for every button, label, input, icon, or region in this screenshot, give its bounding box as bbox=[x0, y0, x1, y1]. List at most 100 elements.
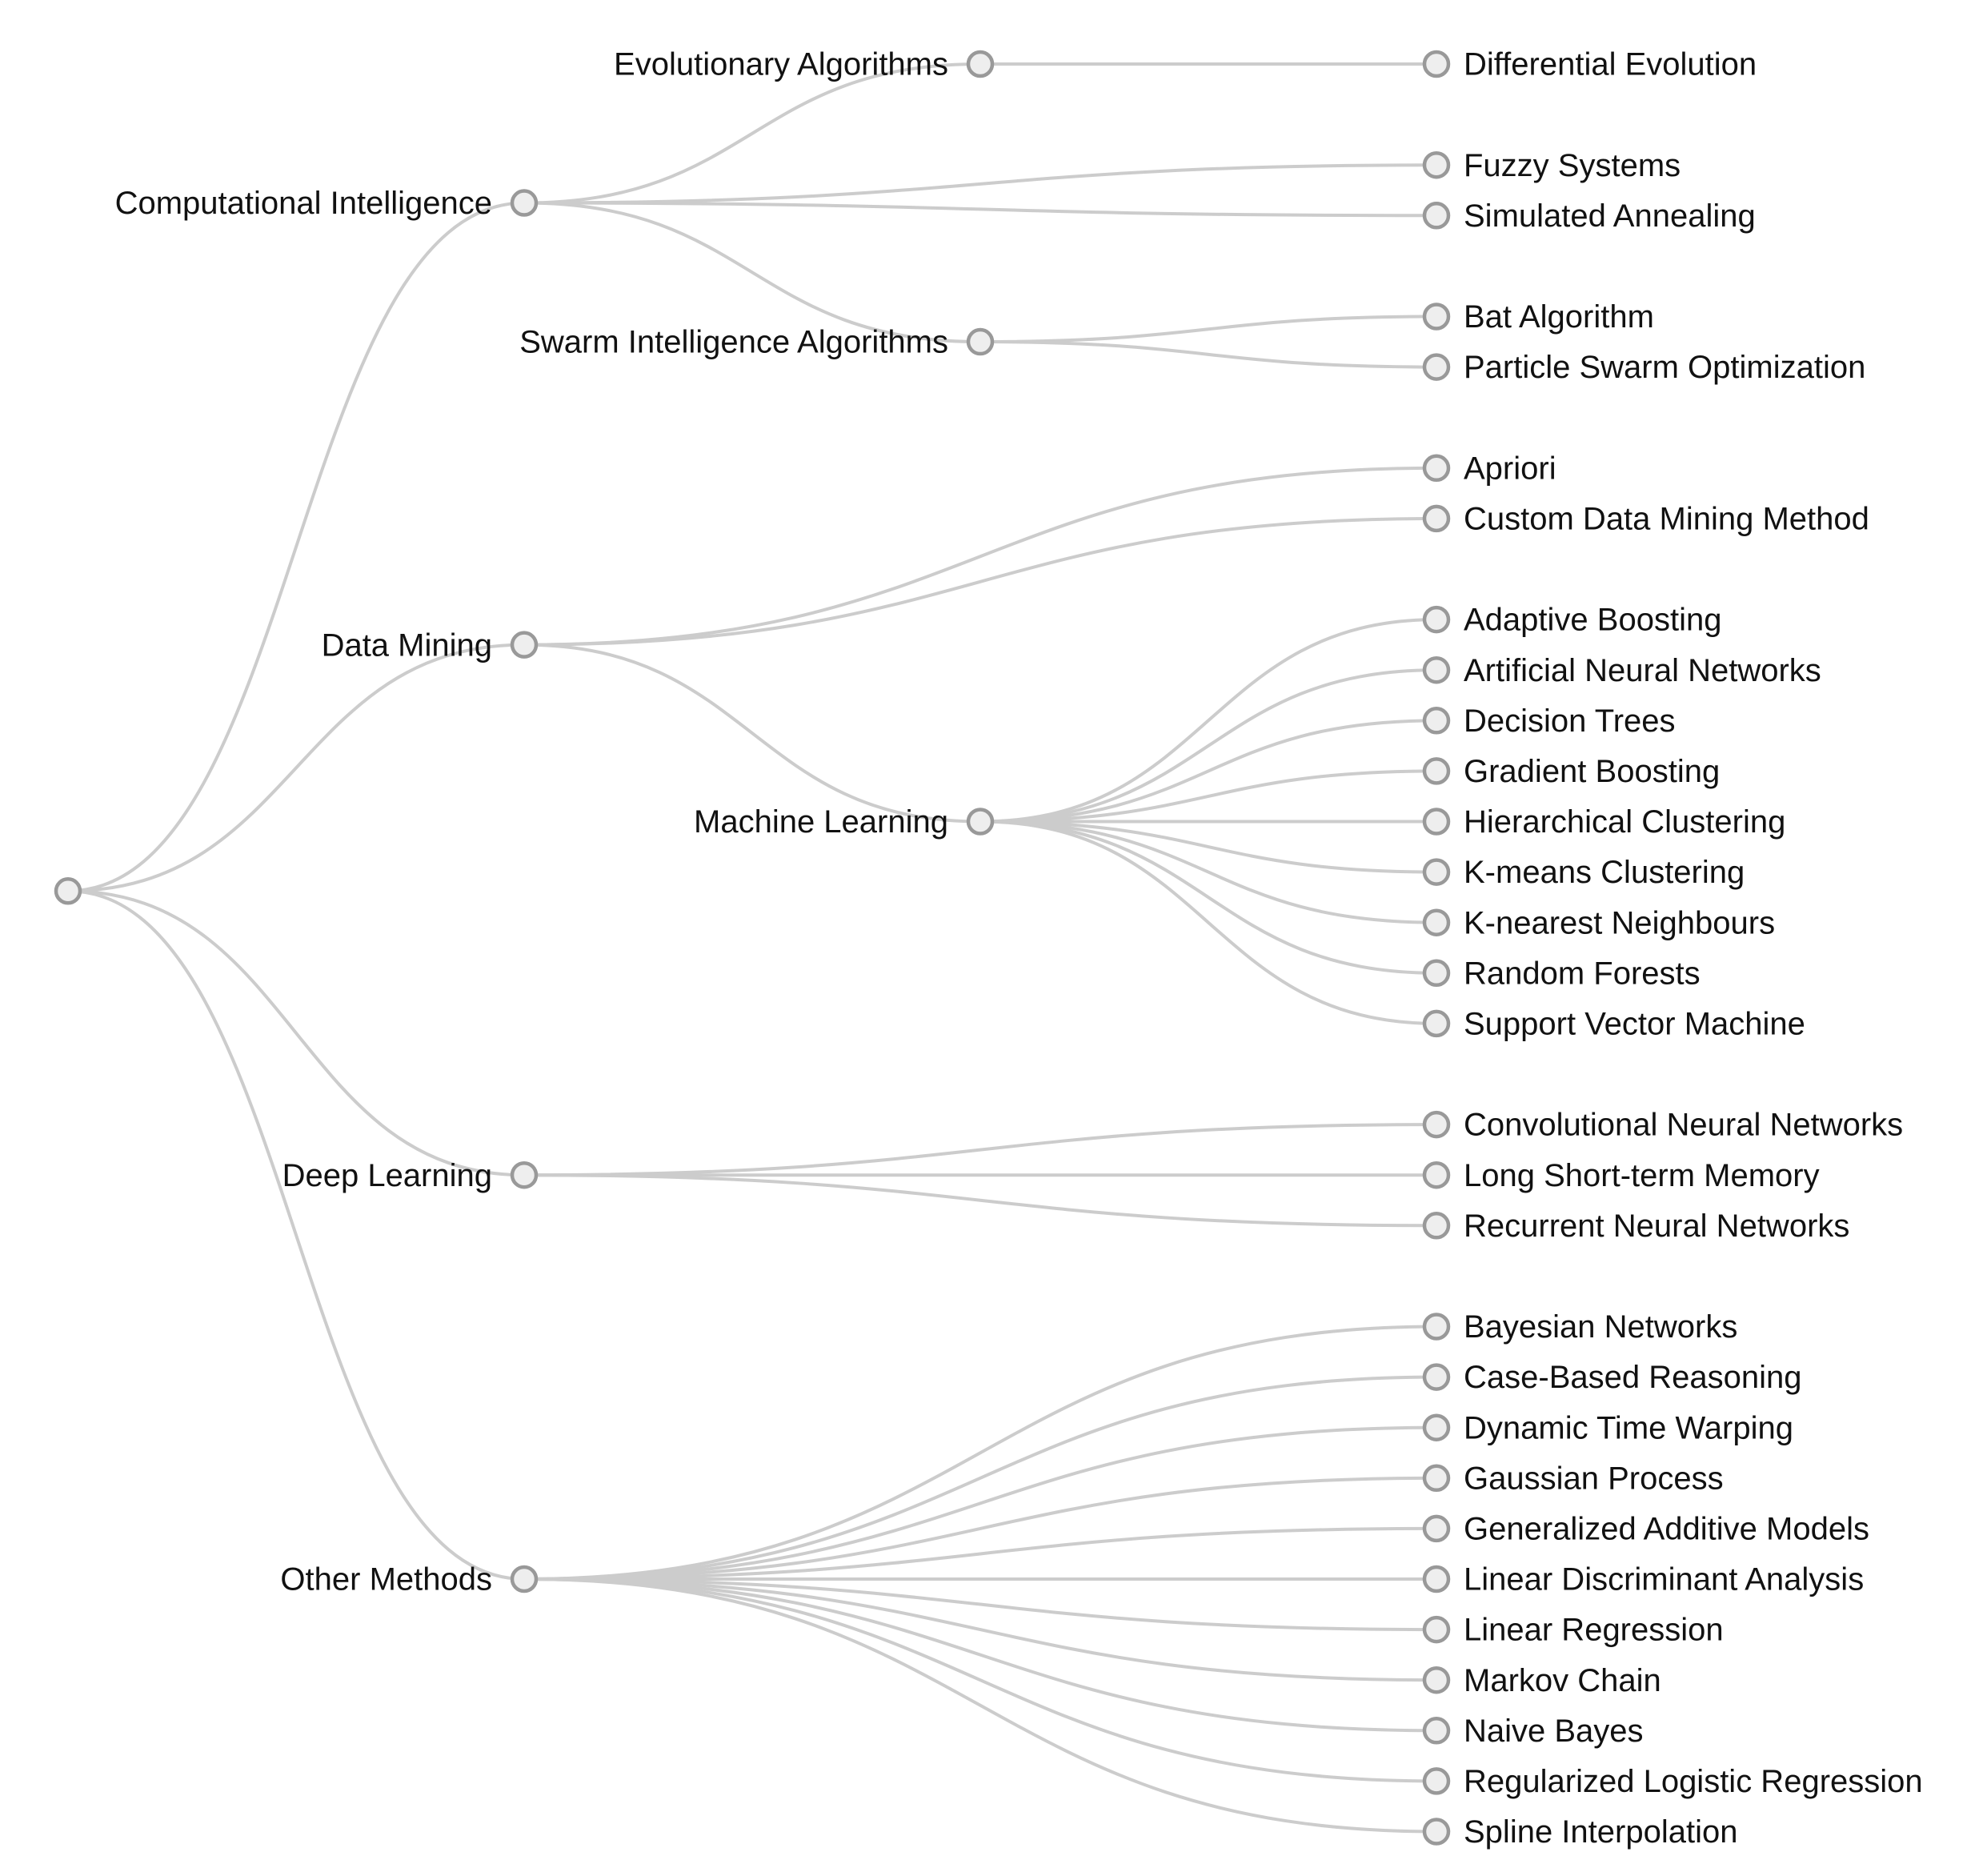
node-label: Bat Algorithm bbox=[1464, 299, 1654, 335]
node-artificial-neural-networks[interactable]: Artificial Neural Networks bbox=[1422, 653, 1821, 688]
node-label: Linear Discriminant Analysis bbox=[1464, 1562, 1864, 1597]
node-fuzzy-systems[interactable]: Fuzzy Systems bbox=[1422, 148, 1681, 183]
node-circle[interactable] bbox=[1422, 1160, 1451, 1189]
node-k-means-clustering[interactable]: K-means Clustering bbox=[1422, 855, 1745, 890]
node-label: Apriori bbox=[1464, 451, 1556, 486]
node-label: Differential Evolution bbox=[1464, 47, 1757, 82]
node-circle[interactable] bbox=[1422, 908, 1451, 936]
node-circle[interactable] bbox=[1422, 504, 1451, 533]
node-naive-bayes[interactable]: Naive Bayes bbox=[1422, 1714, 1644, 1749]
link-data-mining-to-custom-data-mining-method bbox=[523, 516, 1437, 647]
node-label: Convolutional Neural Networks bbox=[1464, 1108, 1903, 1143]
node-long-short-term-memory[interactable]: Long Short-term Memory bbox=[1422, 1158, 1820, 1193]
node-adaptive-boosting[interactable]: Adaptive Boosting bbox=[1422, 603, 1721, 638]
node-circle[interactable] bbox=[1422, 808, 1451, 836]
node-circle[interactable] bbox=[1422, 959, 1451, 988]
node-swarm-intelligence-algorithms[interactable]: Swarm Intelligence Algorithms bbox=[519, 325, 995, 360]
node-circle[interactable] bbox=[1422, 1666, 1451, 1694]
node-label: Custom Data Mining Method bbox=[1464, 502, 1869, 537]
node-computational-intelligence[interactable]: Computational Intelligence bbox=[115, 186, 539, 221]
node-particle-swarm-optimization[interactable]: Particle Swarm Optimization bbox=[1422, 350, 1865, 385]
node-spline-interpolation[interactable]: Spline Interpolation bbox=[1422, 1814, 1737, 1850]
node-gaussian-process[interactable]: Gaussian Process bbox=[1422, 1461, 1724, 1496]
node-circle[interactable] bbox=[1422, 1565, 1451, 1593]
node-circle[interactable] bbox=[1422, 1009, 1451, 1038]
node-circle[interactable] bbox=[1422, 1464, 1451, 1493]
node-label: Particle Swarm Optimization bbox=[1464, 350, 1865, 385]
link-root-to-computational-intelligence bbox=[67, 201, 525, 893]
link-swarm-intelligence-algorithms-to-bat-algorithm bbox=[979, 315, 1437, 344]
node-circle[interactable] bbox=[1422, 858, 1451, 886]
node-circle[interactable] bbox=[1422, 1514, 1451, 1543]
node-regularized-logistic-regression[interactable]: Regularized Logistic Regression bbox=[1422, 1764, 1923, 1799]
node-linear-discriminant-analysis[interactable]: Linear Discriminant Analysis bbox=[1422, 1562, 1864, 1597]
node-case-based-reasoning[interactable]: Case-Based Reasoning bbox=[1422, 1360, 1801, 1395]
node-circle[interactable] bbox=[1422, 202, 1451, 230]
node-linear-regression[interactable]: Linear Regression bbox=[1422, 1613, 1724, 1648]
link-computational-intelligence-to-swarm-intelligence-algorithms bbox=[523, 201, 981, 344]
node-circle[interactable] bbox=[1422, 50, 1451, 78]
node-circle[interactable] bbox=[966, 327, 995, 356]
root-node[interactable] bbox=[54, 877, 82, 905]
node-data-mining[interactable]: Data Mining bbox=[322, 627, 539, 663]
node-circle[interactable] bbox=[966, 808, 995, 836]
node-circle[interactable] bbox=[510, 631, 539, 659]
node-circle[interactable] bbox=[54, 877, 82, 905]
node-circle[interactable] bbox=[1422, 1818, 1451, 1846]
node-differential-evolution[interactable]: Differential Evolution bbox=[1422, 47, 1757, 82]
node-support-vector-machine[interactable]: Support Vector Machine bbox=[1422, 1007, 1805, 1042]
node-label: Machine Learning bbox=[694, 804, 948, 840]
node-circle[interactable] bbox=[1422, 605, 1451, 634]
node-circle[interactable] bbox=[1422, 1615, 1451, 1644]
node-evolutionary-algorithms[interactable]: Evolutionary Algorithms bbox=[614, 47, 995, 82]
node-bayesian-networks[interactable]: Bayesian Networks bbox=[1422, 1309, 1737, 1345]
node-custom-data-mining-method[interactable]: Custom Data Mining Method bbox=[1422, 502, 1869, 537]
node-circle[interactable] bbox=[510, 1565, 539, 1593]
node-gradient-boosting[interactable]: Gradient Boosting bbox=[1422, 754, 1720, 789]
link-machine-learning-to-artificial-neural-networks bbox=[979, 668, 1437, 824]
link-deep-learning-to-convolutional-neural-networks bbox=[523, 1123, 1437, 1177]
node-deep-learning[interactable]: Deep Learning bbox=[282, 1158, 539, 1193]
node-circle[interactable] bbox=[1422, 150, 1451, 179]
node-circle[interactable] bbox=[1422, 707, 1451, 735]
node-label: K-means Clustering bbox=[1464, 855, 1745, 890]
node-circle[interactable] bbox=[1422, 1413, 1451, 1441]
node-circle[interactable] bbox=[1422, 353, 1451, 381]
node-other-methods[interactable]: Other Methods bbox=[280, 1562, 539, 1597]
link-swarm-intelligence-algorithms-to-particle-swarm-optimization bbox=[979, 340, 1437, 369]
node-machine-learning[interactable]: Machine Learning bbox=[694, 804, 995, 840]
node-circle[interactable] bbox=[966, 50, 995, 78]
node-markov-chain[interactable]: Markov Chain bbox=[1422, 1663, 1661, 1698]
link-machine-learning-to-random-forests bbox=[979, 820, 1437, 975]
node-circle[interactable] bbox=[1422, 757, 1451, 785]
node-circle[interactable] bbox=[1422, 1363, 1451, 1391]
node-label: Data Mining bbox=[322, 627, 492, 663]
node-circle[interactable] bbox=[510, 1160, 539, 1189]
node-generalized-additive-models[interactable]: Generalized Additive Models bbox=[1422, 1512, 1869, 1547]
node-label: Regularized Logistic Regression bbox=[1464, 1764, 1923, 1799]
node-bat-algorithm[interactable]: Bat Algorithm bbox=[1422, 299, 1654, 335]
node-convolutional-neural-networks[interactable]: Convolutional Neural Networks bbox=[1422, 1108, 1903, 1143]
node-apriori[interactable]: Apriori bbox=[1422, 451, 1556, 486]
link-other-methods-to-generalized-additive-models bbox=[523, 1526, 1437, 1581]
node-circle[interactable] bbox=[1422, 655, 1451, 684]
node-circle[interactable] bbox=[1422, 1212, 1451, 1240]
node-circle[interactable] bbox=[1422, 1313, 1451, 1341]
node-label: Gradient Boosting bbox=[1464, 754, 1720, 789]
node-random-forests[interactable]: Random Forests bbox=[1422, 956, 1701, 991]
node-circle[interactable] bbox=[1422, 454, 1451, 483]
node-circle[interactable] bbox=[1422, 1110, 1451, 1139]
node-circle[interactable] bbox=[1422, 1767, 1451, 1795]
node-label: Adaptive Boosting bbox=[1464, 603, 1721, 638]
node-decision-trees[interactable]: Decision Trees bbox=[1422, 704, 1676, 739]
node-simulated-annealing[interactable]: Simulated Annealing bbox=[1422, 198, 1756, 234]
link-other-methods-to-dynamic-time-warping bbox=[523, 1425, 1437, 1581]
link-other-methods-to-linear-regression bbox=[523, 1577, 1437, 1632]
node-recurrent-neural-networks[interactable]: Recurrent Neural Networks bbox=[1422, 1209, 1849, 1244]
node-circle[interactable] bbox=[1422, 1717, 1451, 1745]
node-circle[interactable] bbox=[510, 189, 539, 217]
node-dynamic-time-warping[interactable]: Dynamic Time Warping bbox=[1422, 1410, 1793, 1445]
node-k-nearest-neighbours[interactable]: K-nearest Neighbours bbox=[1422, 905, 1775, 940]
node-circle[interactable] bbox=[1422, 303, 1451, 331]
node-hierarchical-clustering[interactable]: Hierarchical Clustering bbox=[1422, 804, 1785, 840]
